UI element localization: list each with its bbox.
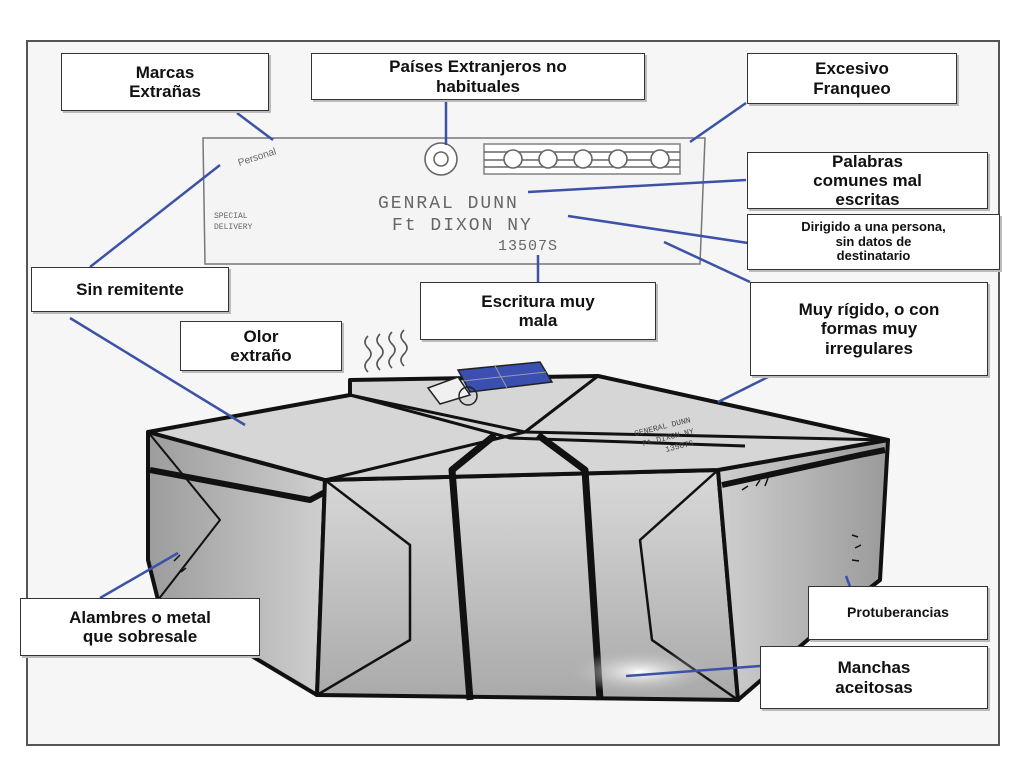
label-muy-rigido: Muy rígido, o con formas muy irregulares (750, 282, 988, 376)
label-olor-extrano: Olor extraño (180, 321, 342, 371)
label-manchas-aceitosas: Manchas aceitosas (760, 646, 988, 709)
label-sin-remitente: Sin remitente (31, 267, 229, 312)
label-protuberancias: Protuberancias (808, 586, 988, 640)
address-line-3: 13507S (498, 238, 558, 255)
label-dirigido-persona: Dirigido a una persona, sin datos de des… (747, 214, 1000, 270)
label-escritura-mala: Escritura muy mala (420, 282, 656, 340)
envelope: Personal SPECIAL DELIVERY GENRAL DUNN Ft… (202, 137, 706, 265)
label-paises-extranjeros: Países Extranjeros no habituales (311, 53, 645, 100)
address-line-2: Ft DIXON NY (392, 216, 533, 236)
special-delivery-text: SPECIAL (214, 212, 248, 221)
label-palabras-mal-escritas: Palabras comunes mal escritas (747, 152, 988, 209)
package (146, 374, 890, 702)
label-excesivo-franqueo: Excesivo Franqueo (747, 53, 957, 104)
special-delivery-text-2: DELIVERY (214, 223, 253, 232)
label-marcas-extranas: Marcas Extrañas (61, 53, 269, 111)
connector-lines (69, 100, 862, 678)
label-alambres-metal: Alambres o metal que sobresale (20, 598, 260, 656)
odor-waves (364, 329, 408, 373)
address-line-1: GENRAL DUNN (378, 194, 519, 214)
package-stamp (426, 361, 554, 406)
postage-stamps (424, 142, 681, 176)
